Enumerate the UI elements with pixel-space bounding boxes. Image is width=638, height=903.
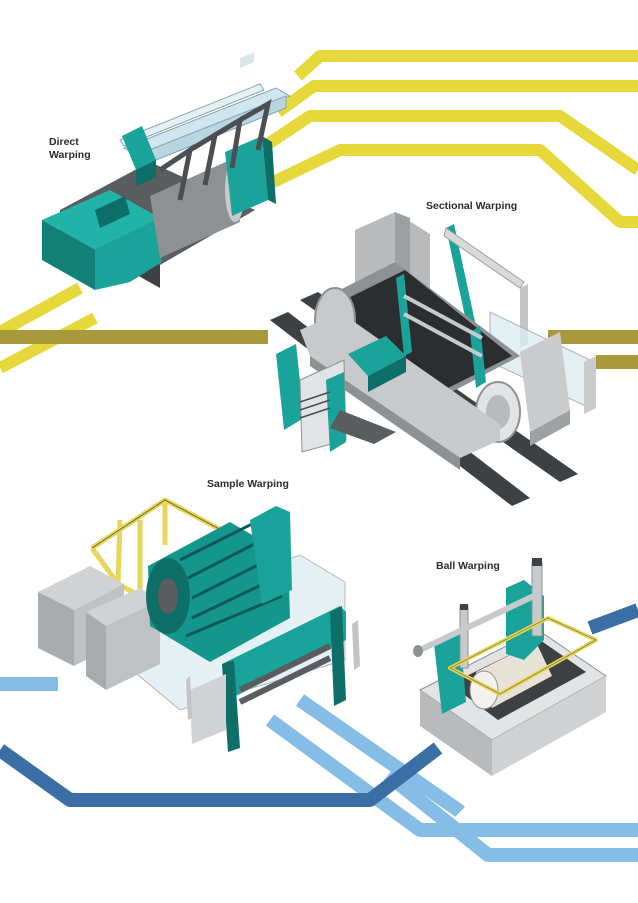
label-direct-warping-line1: Direct: [49, 136, 79, 148]
olive-track-line: [0, 330, 638, 369]
sample-warping-machine: [38, 497, 360, 752]
light-blue-track-lines: [0, 677, 638, 862]
label-direct-warping: Direct Warping: [49, 136, 91, 162]
direct-warping-machine: [42, 52, 292, 290]
sectional-warping-machine: [270, 212, 596, 506]
dark-blue-track-lines: [0, 603, 638, 807]
label-sectional-warping: Sectional Warping: [426, 200, 518, 212]
label-ball-warping: Ball Warping: [436, 560, 500, 572]
label-direct-warping-line2: Warping: [49, 149, 91, 161]
ball-warping-machine: [413, 558, 607, 776]
label-sample-warping: Sample Warping: [207, 478, 289, 490]
